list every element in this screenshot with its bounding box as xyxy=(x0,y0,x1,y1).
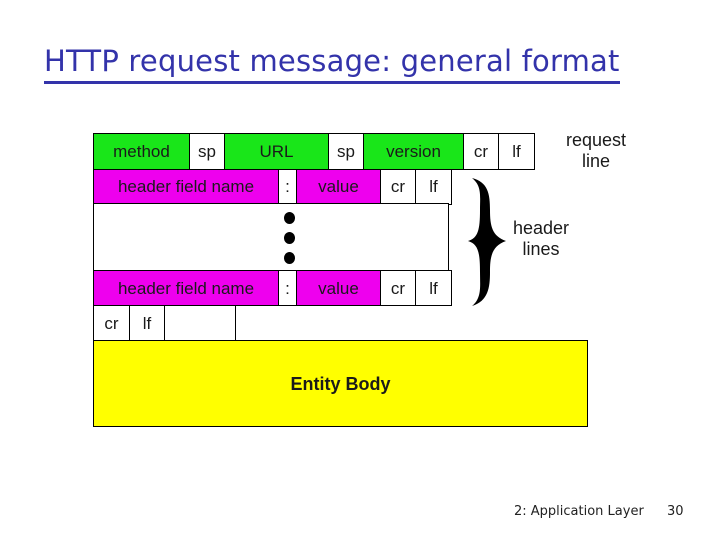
cell-lf-header-1: lf xyxy=(415,168,452,205)
cell-entity-body: Entity Body xyxy=(93,340,588,427)
ellipsis-dot xyxy=(284,252,295,264)
label-request-line-line1: request xyxy=(565,130,627,150)
slide-footer: 2: Application Layer 30 xyxy=(0,504,720,528)
label-request-line-line2: line xyxy=(581,150,611,171)
cell-cr-header-1: cr xyxy=(379,168,417,205)
ellipsis-dot xyxy=(284,212,295,224)
label-header-lines-line2: lines xyxy=(522,238,560,259)
ellipsis-dot xyxy=(284,232,295,244)
cell-lf-header-2: lf xyxy=(415,270,452,306)
diagram-row-header-line-first: header field name : value cr lf xyxy=(93,168,452,205)
label-header-lines: header lines xyxy=(498,218,584,259)
cell-blank-tail xyxy=(164,305,236,341)
cell-cr-line1: cr xyxy=(462,133,500,170)
cell-sp-1: sp xyxy=(188,133,226,170)
diagram-row-header-lines-ellipsis xyxy=(93,203,449,271)
vertical-ellipsis-icon xyxy=(284,212,295,264)
label-header-lines-line1: header xyxy=(512,218,570,238)
diagram-row-header-line-last: header field name : value cr lf xyxy=(93,270,452,306)
diagram-row-request-line: method sp URL sp version cr lf xyxy=(93,133,535,170)
cell-url: URL xyxy=(224,133,329,170)
label-request-line: request line xyxy=(546,130,646,171)
cell-value-2: value xyxy=(296,270,381,306)
page-title: HTTP request message: general format xyxy=(44,44,664,84)
right-curly-brace-icon xyxy=(466,176,512,308)
cell-method: method xyxy=(93,133,190,170)
diagram-row-blank-line: cr lf xyxy=(93,305,236,341)
cell-version: version xyxy=(363,133,464,170)
cell-colon-1: : xyxy=(277,168,298,205)
cell-ellipsis xyxy=(93,203,449,271)
footer-page-number: 30 xyxy=(667,504,684,519)
cell-lf-blank: lf xyxy=(128,305,166,341)
cell-header-field-name-2: header field name xyxy=(93,270,279,306)
page-title-text: HTTP request message: general format xyxy=(44,44,620,84)
cell-cr-header-2: cr xyxy=(379,270,417,306)
cell-sp-2: sp xyxy=(327,133,365,170)
cell-value-1: value xyxy=(296,168,381,205)
cell-colon-2: : xyxy=(277,270,298,306)
diagram-row-entity-body: Entity Body xyxy=(93,340,588,427)
http-request-format-diagram: method sp URL sp version cr lf header fi… xyxy=(93,133,588,433)
cell-lf-line1: lf xyxy=(498,133,535,170)
cell-cr-blank: cr xyxy=(93,305,130,341)
footer-chapter-label: 2: Application Layer xyxy=(514,504,644,519)
cell-header-field-name-1: header field name xyxy=(93,168,279,205)
